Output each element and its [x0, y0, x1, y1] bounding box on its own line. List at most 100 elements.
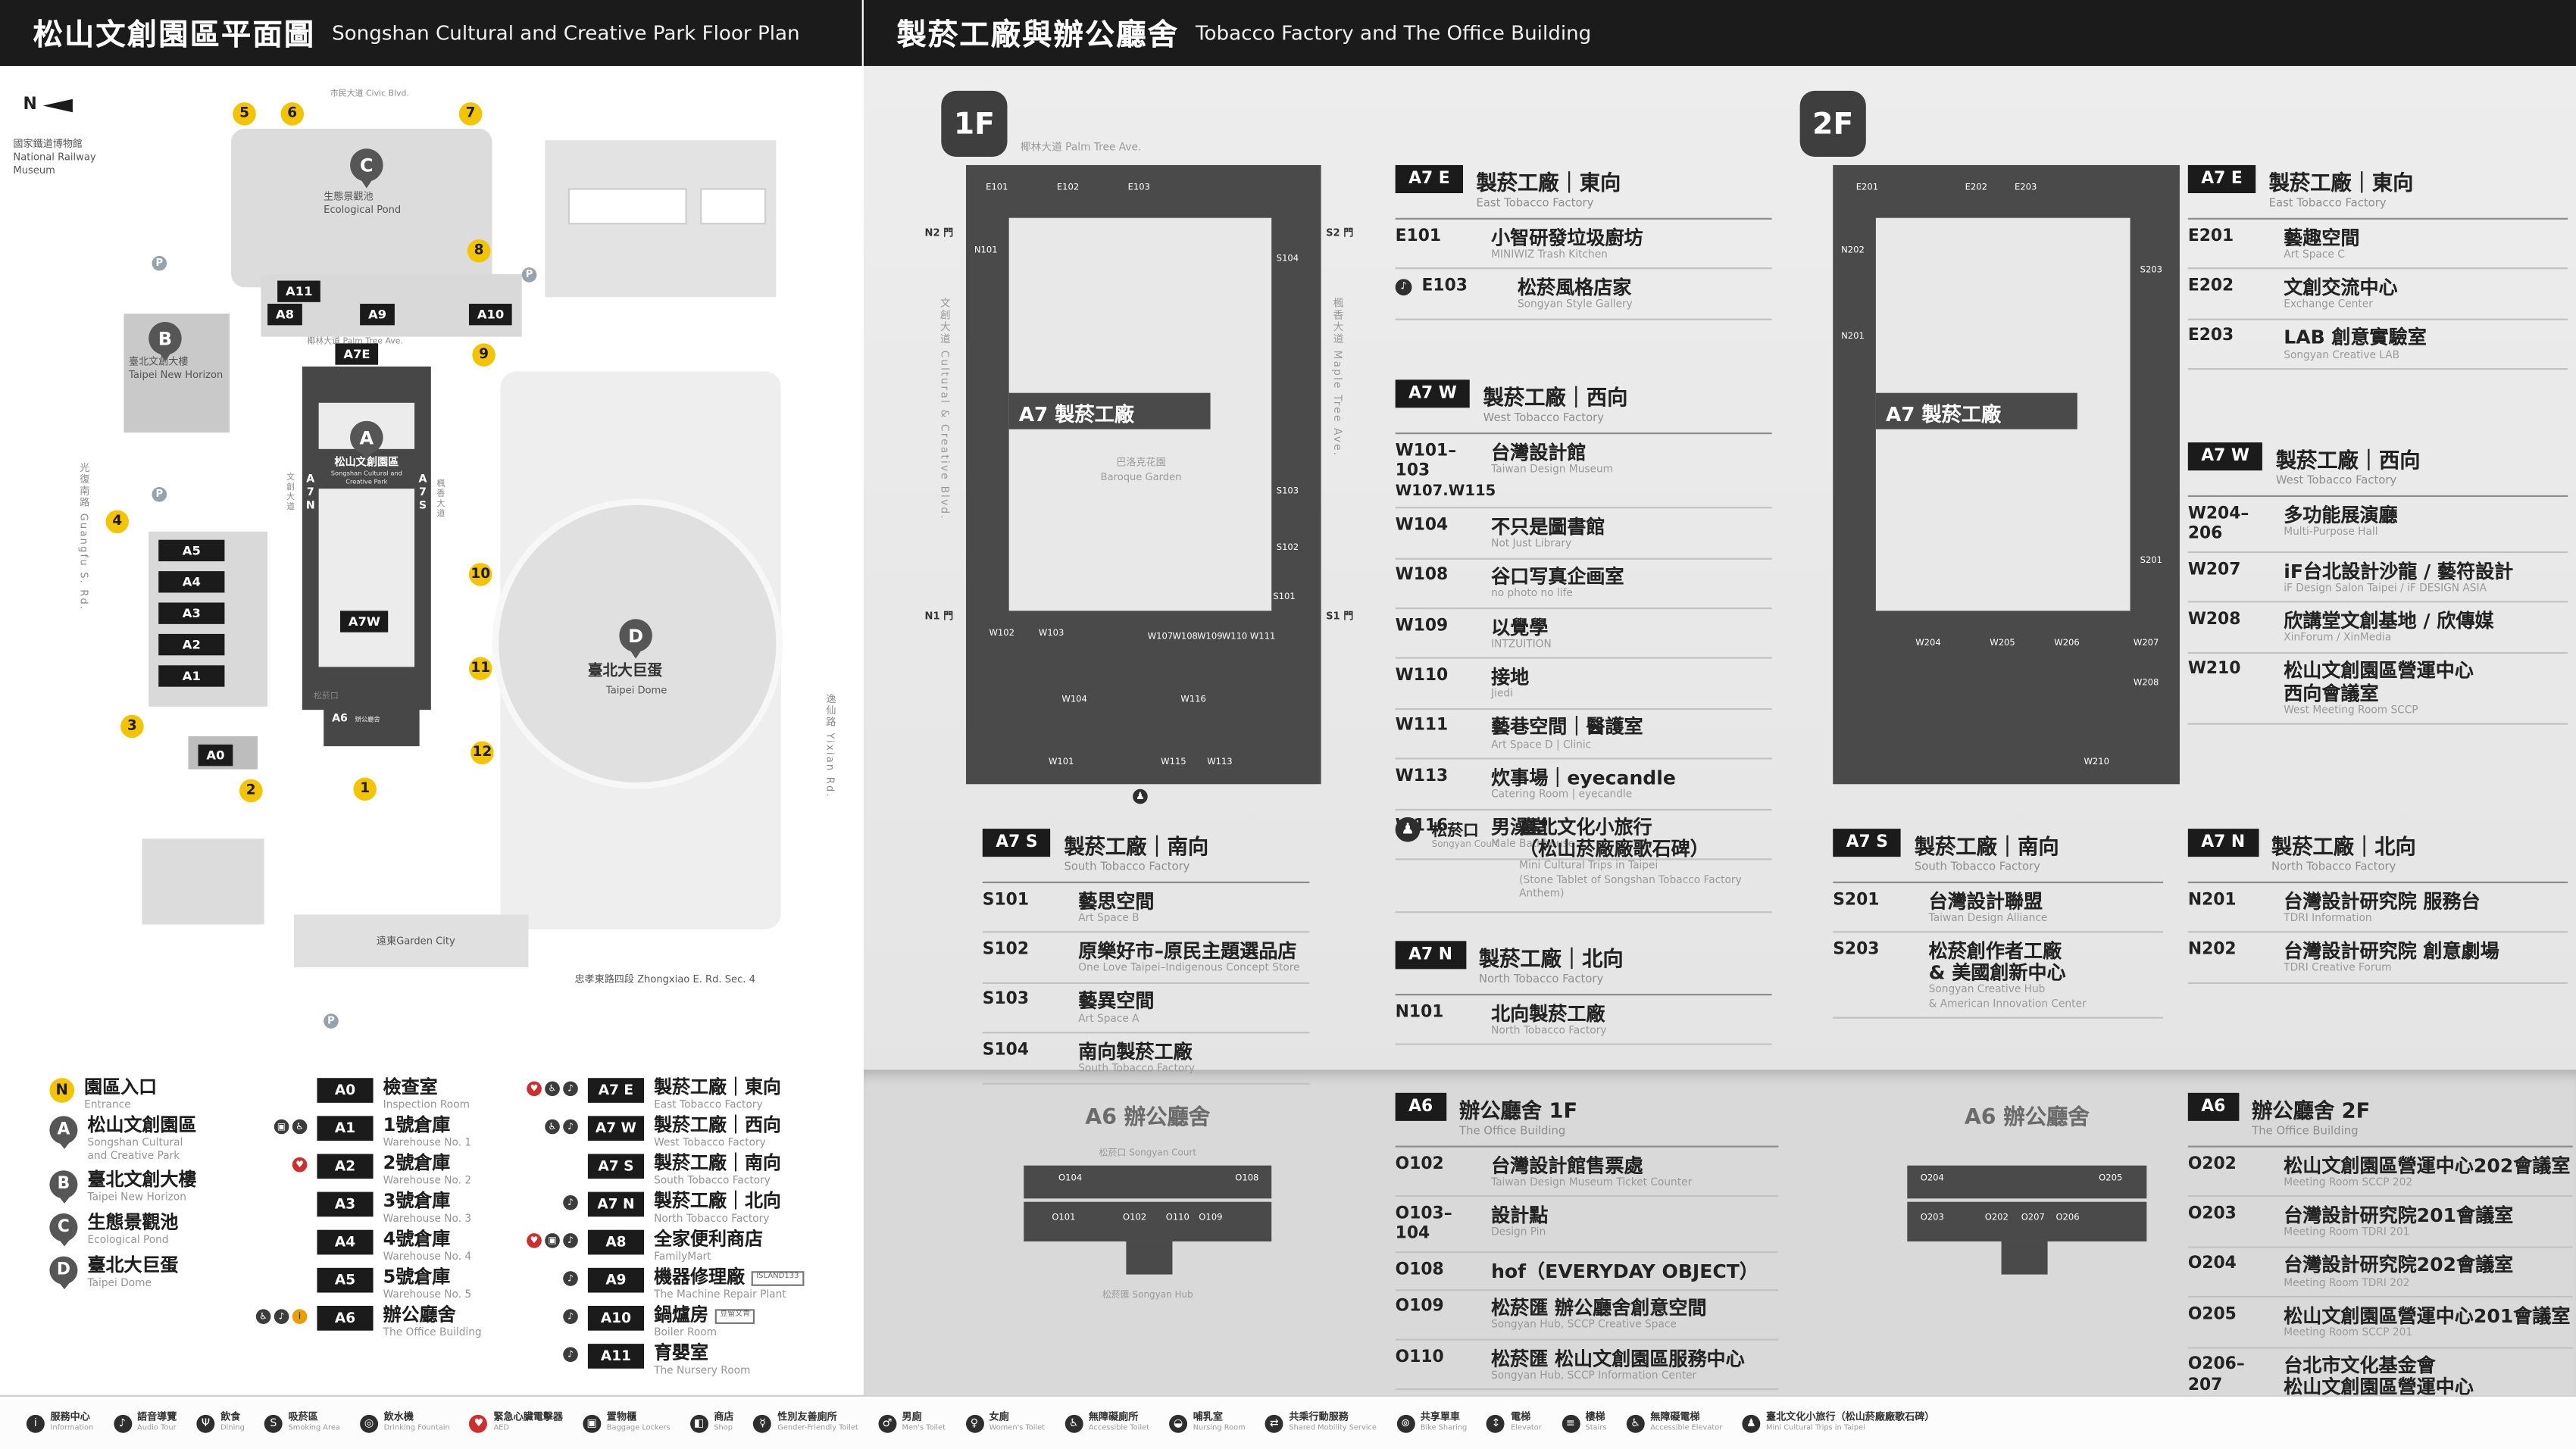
section-title-zh: 製菸工廠｜西向 [1483, 384, 1628, 410]
room-name: 台灣設計館售票處 Taiwan Design Museum Ticket Cou… [1491, 1153, 1692, 1191]
building-code-tag: A6 [317, 1305, 374, 1331]
amenity-text: 無障礙電梯 Accessible Elevator [1650, 1412, 1722, 1433]
court-zh: 臺北文化小旅行 [1519, 815, 1652, 839]
legend-amenity-icons: ▣♿ [245, 1116, 308, 1135]
office-wing-shape [1907, 1165, 2147, 1199]
legend-row: ♪ A7 N 製菸工廠｜北向 North Tobacco Factory [515, 1191, 781, 1226]
room-code-primary: E103 [1421, 276, 1468, 295]
building-code-tag: A8 [587, 1229, 645, 1255]
room-name: 松山文創園區營運中心201會議室 Meeting Room SCCP 201 [2284, 1304, 2570, 1341]
room-code-primary: E201 [2187, 226, 2234, 245]
map-label: 辦公廳舍 [355, 714, 380, 723]
map-building-tag: A9 [360, 304, 395, 325]
room-list-item: W210 松山文創園區營運中心 西向會議室 West Meeting Room … [2187, 654, 2568, 726]
room-list-item: O205 松山文創園區營運中心201會議室 Meeting Room SCCP … [2187, 1298, 2573, 1348]
amenity-legend-item: ◒ 哺乳室 Nursing Room [1169, 1412, 1246, 1433]
room-name-en: TDRI Creative Forum [2284, 962, 2392, 975]
amenity-text: 吸菸區 Smoking Area [289, 1412, 340, 1433]
amenity-legend-item: ☿ 性別友善廁所 Gender-Friendly Toilet [753, 1412, 858, 1433]
map-label: A6 [332, 711, 348, 725]
room-name: 原樂好市–原民主題選品店 One Love Taipei–Indigenous … [1078, 939, 1299, 976]
entrance-marker-icon: N [49, 1078, 75, 1103]
garden-city-shape [293, 914, 529, 968]
room-list-item: W204–206 多功能展演廳 Multi-Purpose Hall [2187, 497, 2568, 554]
section-title-zh: 製菸工廠｜北向 [2271, 833, 2416, 859]
room-name: hof（EVERYDAY OBJECT） [1491, 1260, 1758, 1283]
room-list-item: O202 松山文創園區營運中心202會議室 Meeting Room SCCP … [2187, 1148, 2573, 1198]
room-code: W113 [1396, 767, 1481, 788]
room-name-en2: & American Innovation Center [1928, 998, 2087, 1010]
legend-buildings-col1: A0 檢查室 Inspection Room ▣♿ A1 1號倉庫 Wa [245, 1065, 864, 1395]
legend-label-en: The Office Building [383, 1326, 482, 1338]
room-name-zh: 台灣設計館售票處 [1491, 1153, 1643, 1176]
room-name-zh2: 西向會議室 [2284, 681, 2379, 704]
room-label: W103 [1038, 629, 1064, 639]
room-list-item: W110 接地 Jiedi [1395, 660, 1772, 710]
room-label: O206 [2055, 1213, 2080, 1224]
section-title-zh: 製菸工廠｜北向 [1478, 945, 1624, 971]
room-list: S101 藝思空間 Art Space B S102 原樂好市–原民主題選品店 … [982, 883, 1310, 1084]
amenity-text: 共享單車 Bike Sharing [1421, 1412, 1468, 1433]
room-code: N101 [1396, 1003, 1481, 1023]
room-name-zh: 台灣設計研究院201會議室 [2284, 1203, 2514, 1227]
map-marker-number: 2 [239, 779, 263, 803]
legend-label-zh: 鍋爐房 [654, 1304, 709, 1326]
room-code: E203 [2188, 327, 2274, 348]
amenity-text: 置物櫃 Baggage Lockers [607, 1412, 671, 1433]
room-code: W111 [1396, 717, 1481, 738]
amenity-label-zh: 樓梯 [1585, 1411, 1605, 1423]
street-label: 椰林大道 Palm Tree Ave. [1020, 142, 1142, 154]
room-code: S203 [1833, 941, 1918, 961]
room-code-primary: O103–104 [1395, 1204, 1452, 1244]
legend-label-zh: 2號倉庫 [383, 1152, 451, 1174]
map-building-tag: A10 [468, 304, 513, 325]
map-marker-letter-label: D [628, 624, 644, 647]
room-label: W110 [1221, 632, 1248, 642]
room-code: N201 [2188, 891, 2274, 911]
walking-person-icon: ♟ [1395, 817, 1421, 842]
room-code-primary: O203 [2187, 1204, 2237, 1223]
building-shape [567, 188, 687, 225]
amenity-icon: ◧ [689, 1413, 708, 1432]
room-name-zh: 男澡堂 [1491, 815, 1549, 839]
room-name-en: Art Space A [1078, 1013, 1140, 1025]
legend-label-zh: 松山文創園區 [87, 1114, 197, 1136]
room-name: 松菸創作者工廠 & 美國創新中心 Songyan Creative Hub & … [1928, 938, 2087, 1011]
room-code: O109 [1396, 1298, 1481, 1318]
amenity-label-zh: 緊急心臟電擊器 [493, 1411, 564, 1423]
amenity-label-en: Men's Toilet [902, 1424, 946, 1433]
room-name-zh: 藝思空間 [1078, 888, 1155, 913]
legend-label-en: FamilyMart [654, 1251, 711, 1263]
room-name-zh: 松菸創作者工廠 [1928, 938, 2062, 963]
map-label: 臺北文創大樓 Taipei New Horizon [129, 357, 224, 382]
section-title-en: East Tobacco Factory [2268, 196, 2387, 210]
legend-label-en: South Tobacco Factory [654, 1175, 771, 1187]
amenity-label-en: Shared Mobility Service [1289, 1424, 1377, 1433]
amenity-label-en: Gender-Friendly Toilet [777, 1424, 858, 1433]
legend-amenity-icons: ♥ [245, 1154, 308, 1173]
section-title-en: North Tobacco Factory [1478, 972, 1604, 986]
map-marker-letter: D [619, 619, 652, 659]
building-code-tag: A7 E [587, 1078, 645, 1103]
room-name-en: TDRI Information [2284, 912, 2372, 924]
room-code-primary: W204–206 [2187, 504, 2249, 544]
map-legend: N 園區入口 Entrance A 松山文創園區 Songshan Cultur… [0, 1064, 864, 1395]
room-name: 台灣設計聯盟 Taiwan Design Alliance [1929, 889, 2048, 926]
legend-amenity-icons [245, 1192, 308, 1195]
room-list-item: O103–104 設計點 Design Pin [1395, 1198, 1779, 1254]
amenity-label-zh: 飲食 [220, 1411, 241, 1423]
room-list-item: O206–207 台北市文化基金會 松山文創園區營運中心 Taipei Cult… [2188, 1348, 2573, 1395]
room-list: O102 台灣設計館售票處 Taiwan Design Museum Ticke… [1395, 1148, 1779, 1391]
street-label: 文創大道 Cultural & Creative Blvd. [937, 297, 950, 520]
room-name-zh: 炊事場｜eyecandle [1491, 765, 1676, 789]
room-label: S203 [2140, 265, 2163, 276]
amenity-text: 哺乳室 Nursing Room [1193, 1412, 1246, 1433]
room-code-primary: W113 [1395, 767, 1449, 785]
